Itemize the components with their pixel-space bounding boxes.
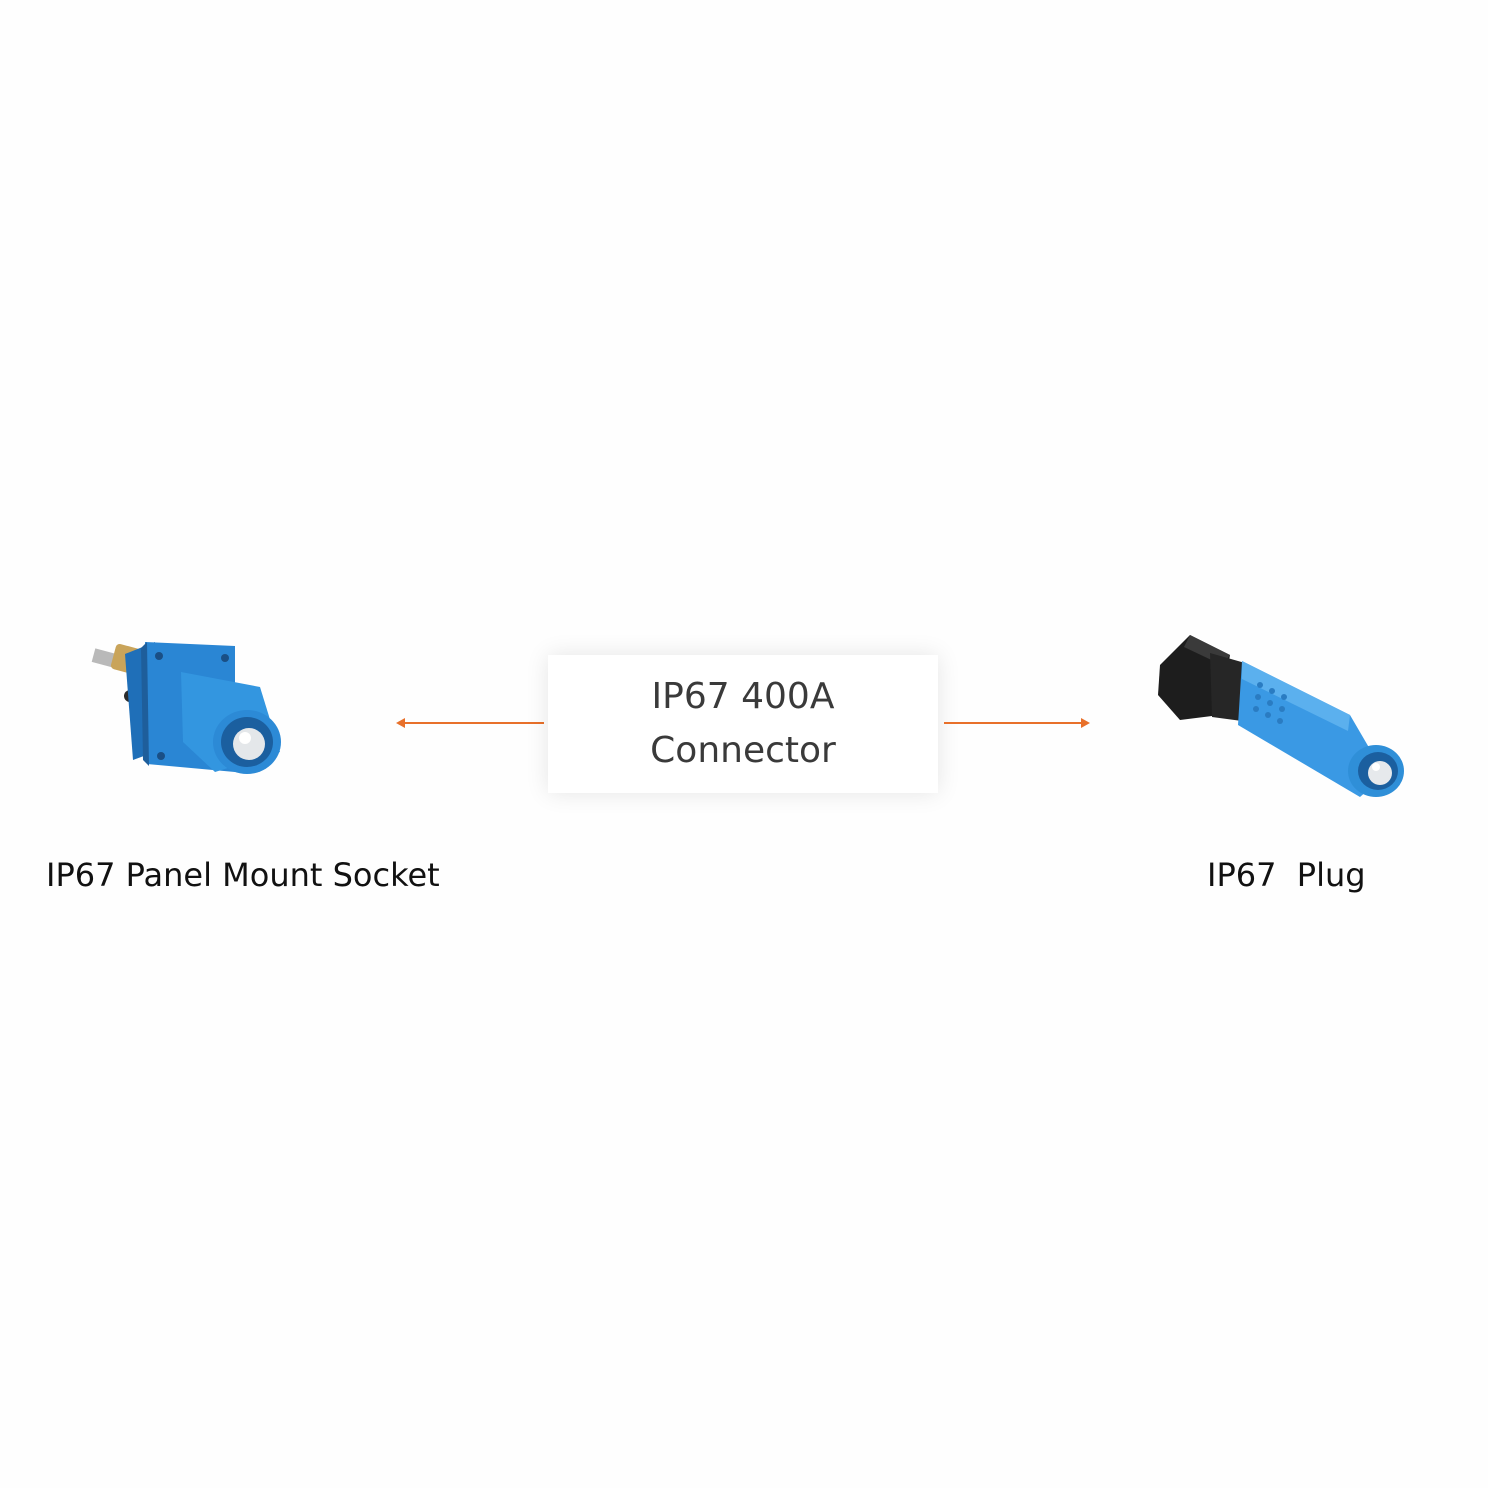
connector-title-line2: Connector [650,730,836,771]
plug-label: IP67 Plug [1207,856,1366,894]
connector-title-line1: IP67 400A [651,676,835,717]
arrow-right-icon [944,718,1090,728]
plug-icon [1158,635,1404,797]
panel-mount-socket-icon [91,642,281,774]
connector-title-box: IP67 400A Connector [548,655,938,793]
arrow-left-icon [396,718,544,728]
panel-mount-socket-label: IP67 Panel Mount Socket [46,856,440,894]
